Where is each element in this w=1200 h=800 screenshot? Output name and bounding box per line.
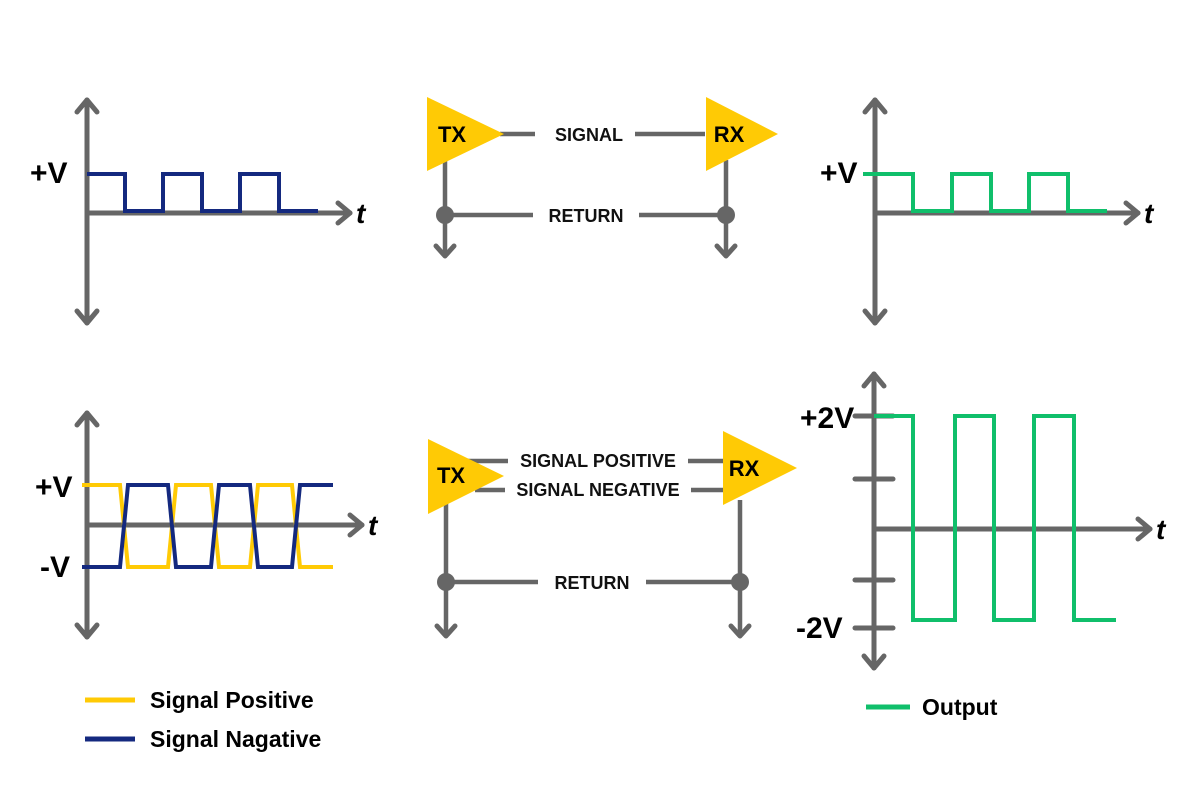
single-ended-input-graph: +V t — [30, 97, 367, 326]
y-axis-arrow-down — [74, 308, 100, 326]
single-ended-circuit: SIGNAL RETURN TX RX — [427, 97, 778, 259]
rx-return-node — [717, 206, 735, 224]
y-axis-arrow-down — [74, 622, 100, 640]
x-axis-arrow — [1123, 200, 1141, 226]
signal-negative-label: SIGNAL NEGATIVE — [516, 480, 679, 500]
tx-ground-arrow — [433, 243, 457, 259]
signal-negative-legend-label: Signal Nagative — [150, 726, 321, 752]
signal-negative-wave — [82, 483, 333, 569]
plus-2v-label: +2V — [800, 402, 854, 435]
rx-return-node — [731, 573, 749, 591]
t-label: t — [1156, 514, 1167, 545]
differential-output-wave — [874, 414, 1116, 622]
tx-label: TX — [438, 122, 466, 147]
rx-amplifier-triangle — [723, 431, 797, 505]
y-axis-arrow-up — [862, 97, 888, 115]
output-legend-label: Output — [922, 694, 998, 720]
tx-return-node — [437, 573, 455, 591]
x-axis-arrow — [335, 200, 353, 226]
rx-label: RX — [729, 456, 760, 481]
signal-label: SIGNAL — [555, 125, 623, 145]
tx-ground-arrow — [434, 623, 458, 639]
t-label: t — [1144, 198, 1155, 229]
differential-input-graph: +V -V t — [35, 410, 379, 640]
plus-v-label: +V — [820, 157, 858, 190]
t-label: t — [368, 510, 379, 541]
differential-circuit: SIGNAL POSITIVE SIGNAL NEGATIVE RETURN T… — [428, 431, 797, 639]
tx-amplifier-triangle — [427, 97, 504, 171]
rx-label: RX — [714, 122, 745, 147]
plus-v-label: +V — [35, 471, 73, 504]
input-legend: Signal Positive Signal Nagative — [85, 687, 321, 752]
signal-positive-label: SIGNAL POSITIVE — [520, 451, 676, 471]
t-label: t — [356, 198, 367, 229]
x-axis-arrow — [347, 512, 365, 538]
return-label: RETURN — [555, 573, 630, 593]
y-axis-arrow-down — [861, 653, 887, 671]
output-square-wave — [863, 172, 1107, 213]
y-axis-arrow-up — [74, 410, 100, 428]
minus-v-label: -V — [40, 551, 70, 584]
y-axis-arrow-up — [861, 371, 887, 389]
differential-output-graph: +2V -2V t — [796, 371, 1167, 671]
y-axis-arrow-up — [74, 97, 100, 115]
return-label: RETURN — [549, 206, 624, 226]
tx-label: TX — [437, 463, 465, 488]
tx-return-node — [436, 206, 454, 224]
tx-amplifier-triangle — [428, 439, 504, 514]
rx-ground-arrow — [728, 623, 752, 639]
x-axis-arrow — [1135, 516, 1153, 542]
signal-positive-legend-label: Signal Positive — [150, 687, 314, 713]
rx-amplifier-triangle — [706, 97, 778, 171]
minus-2v-label: -2V — [796, 612, 843, 645]
y-axis-arrow-down — [862, 308, 888, 326]
input-square-wave — [87, 172, 318, 213]
single-ended-output-graph: +V t — [820, 97, 1155, 326]
output-legend: Output — [866, 694, 998, 720]
rx-ground-arrow — [714, 243, 738, 259]
plus-v-label: +V — [30, 157, 68, 190]
